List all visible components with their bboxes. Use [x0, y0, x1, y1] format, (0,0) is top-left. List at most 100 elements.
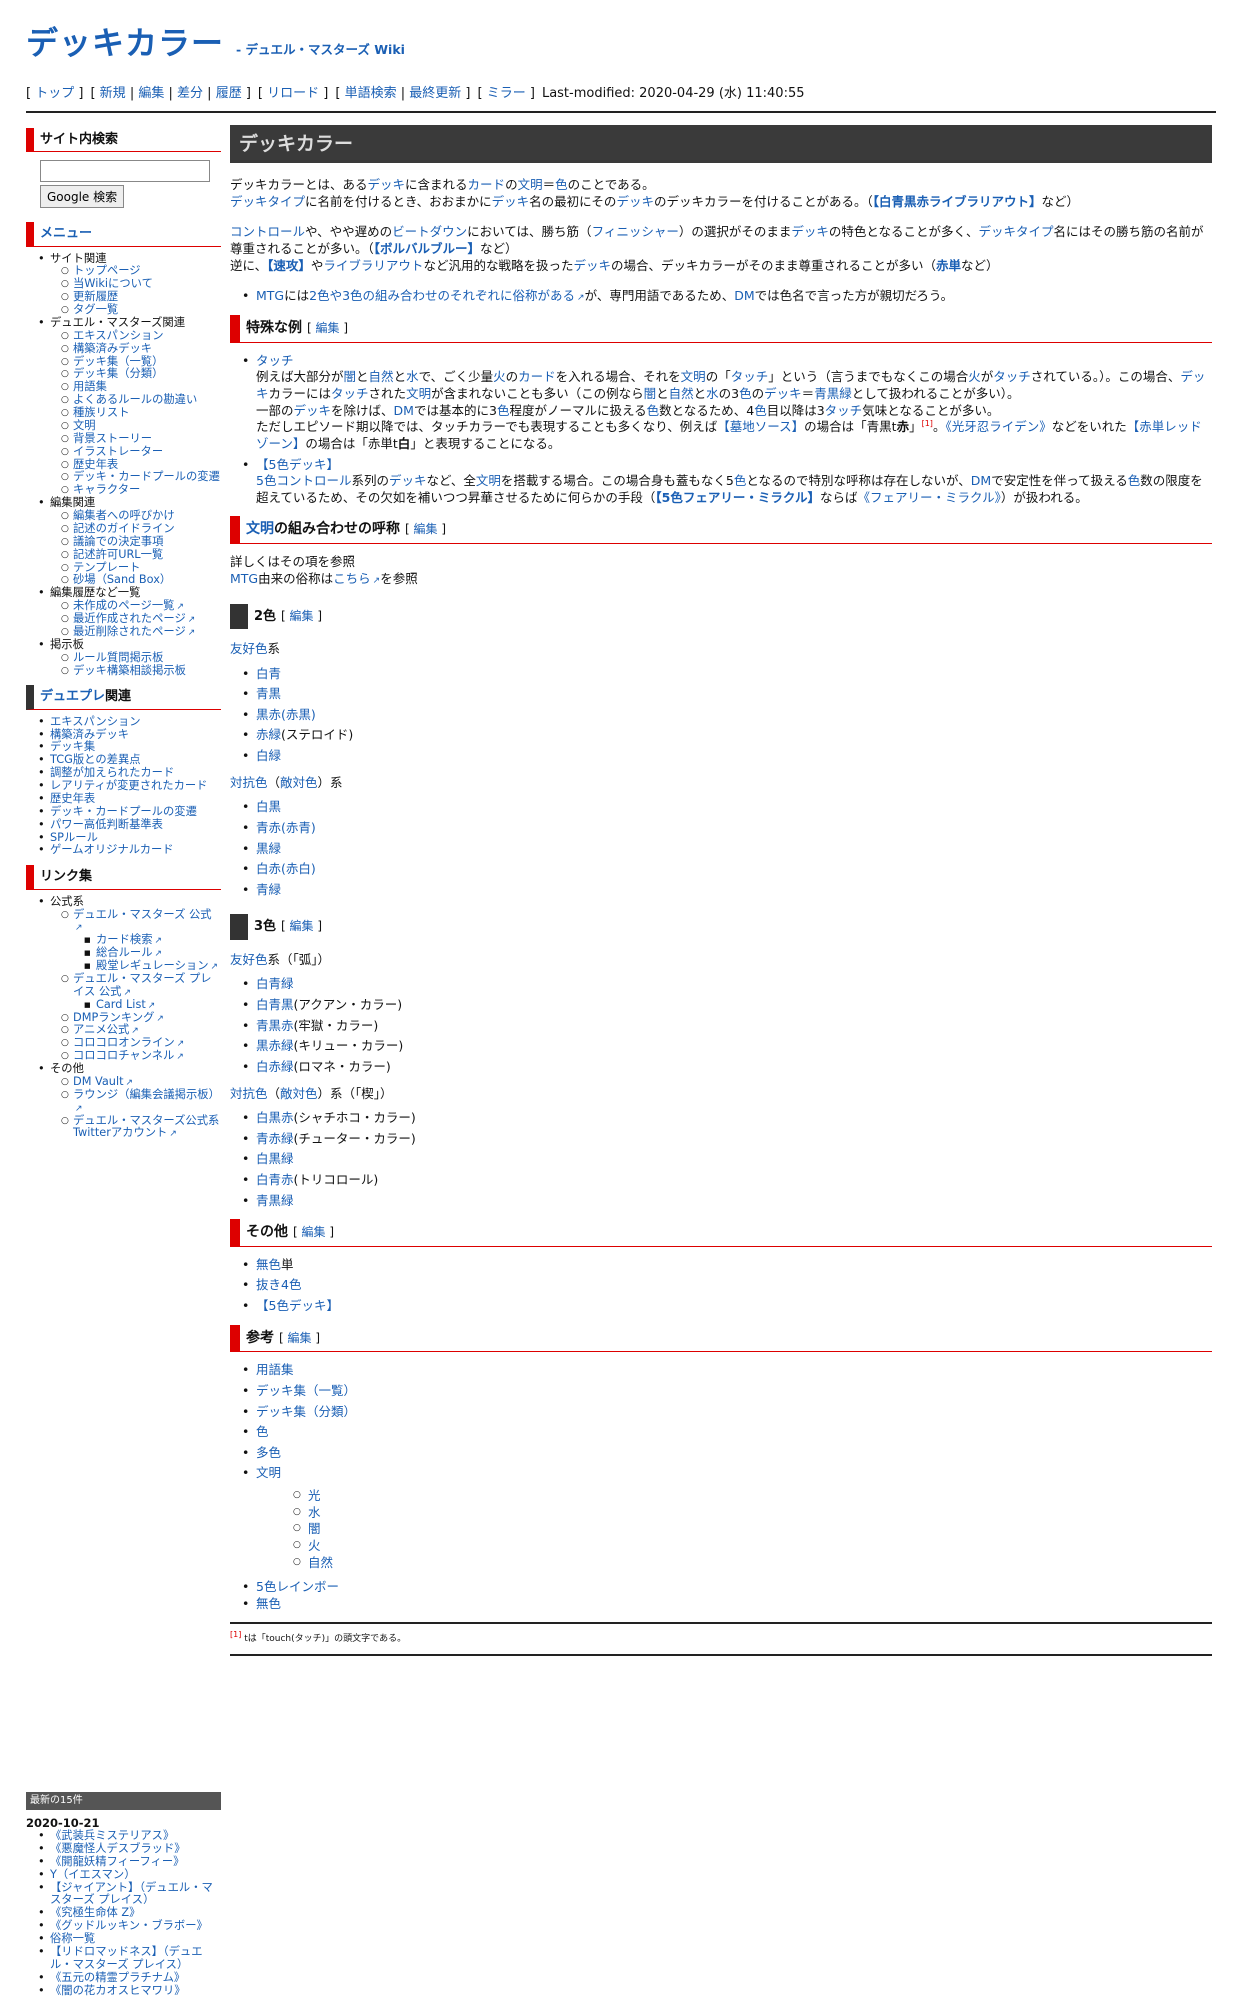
recent-link[interactable]: 《五元の精霊プラチナム》 — [50, 1970, 186, 1984]
color-link[interactable]: 白青赤 — [256, 1172, 294, 1187]
official-item[interactable]: デュエル・マスターズ プレイス 公式↗Card List↗ — [50, 972, 221, 1012]
menu-item[interactable]: 議論での決定事項 — [50, 535, 221, 549]
menu-link[interactable]: 最近作成されたページ — [73, 612, 186, 626]
nav-link[interactable]: 履歴 — [215, 86, 242, 101]
menu-item[interactable]: 用語集 — [50, 380, 221, 394]
official-subitem[interactable]: 総合ルール↗ — [73, 946, 221, 960]
menu-item[interactable]: 記述のガイドライン — [50, 522, 221, 536]
menu-link[interactable]: 編集者への呼びかけ — [73, 509, 175, 523]
menu-link[interactable]: 最近削除されたページ — [73, 624, 186, 638]
menu-link[interactable]: 更新履歴 — [73, 290, 119, 304]
duepure-link[interactable]: 歴史年表 — [50, 791, 96, 805]
official-link[interactable]: コロコロオンライン — [73, 1036, 175, 1050]
menu-item[interactable]: 最近作成されたページ↗ — [50, 612, 221, 626]
menu-link[interactable]: 背景ストーリー — [73, 431, 153, 445]
menu-link[interactable]: デッキ・カードプールの変遷 — [73, 470, 220, 484]
official-sublink[interactable]: 殿堂レギュレーション — [96, 959, 209, 972]
duepure-item[interactable]: デッキ集 — [26, 741, 221, 755]
recent-link[interactable]: 《悪魔怪人デスブラッド》 — [50, 1841, 186, 1855]
menu-item[interactable]: 砂場（Sand Box） — [50, 573, 221, 587]
menu-item[interactable]: 構築済みデッキ — [50, 342, 221, 356]
kochira-link[interactable]: こちら — [333, 570, 371, 586]
ref-link[interactable]: 文明 — [256, 1465, 282, 1481]
color-link[interactable]: 黒赤緑 — [256, 1038, 294, 1054]
official-link[interactable]: デュエル・マスターズ 公式 — [73, 907, 212, 921]
menu-item[interactable]: キャラクター — [50, 483, 221, 497]
nav-link[interactable]: 最終更新 — [409, 86, 462, 101]
recent-item[interactable]: 【リドロマッドネス】（デュエル・マスターズ プレイス） — [26, 1945, 221, 1972]
official-link[interactable]: アニメ公式 — [73, 1023, 130, 1037]
menu-item[interactable]: 背景ストーリー — [50, 431, 221, 446]
menu-link[interactable]: 未作成のページ一覧 — [73, 599, 175, 613]
color-link[interactable]: 白青緑 — [256, 976, 294, 992]
color-link[interactable]: 無色 — [256, 1256, 282, 1272]
official-subitem[interactable]: カード検索↗ — [73, 933, 221, 947]
menu-item[interactable]: デッキ集（一覧） — [50, 355, 221, 369]
color-link[interactable]: 白赤緑 — [256, 1058, 294, 1074]
recent-item[interactable]: 《五元の精霊プラチナム》 — [26, 1970, 221, 1985]
recent-item[interactable]: 俗称一覧 — [26, 1932, 221, 1946]
color-link[interactable]: 青黒 — [256, 686, 282, 702]
menu-item[interactable]: 未作成のページ一覧↗ — [50, 599, 221, 613]
menu-link[interactable]: 当Wikiについて — [73, 277, 153, 291]
color-link[interactable]: 青赤緑 — [256, 1130, 294, 1146]
other-link[interactable]: ラウンジ（編集会議掲示板） — [73, 1087, 220, 1101]
menu-link[interactable]: テンプレート — [73, 560, 141, 574]
color-link[interactable]: 黒赤(赤黒) — [256, 706, 316, 722]
menu-item[interactable]: 種族リスト — [50, 406, 221, 420]
menu-heading[interactable]: メニュー — [26, 222, 221, 247]
edit-link[interactable]: 編集 — [289, 608, 314, 623]
color-link[interactable]: 白黒赤 — [256, 1110, 294, 1126]
civilization-link[interactable]: 火 — [308, 1537, 321, 1553]
menu-item[interactable]: トップページ — [50, 264, 221, 278]
other-link[interactable]: デュエル・マスターズ公式系Twitterアカウント — [73, 1113, 220, 1140]
color-link[interactable]: 青赤(赤青) — [256, 819, 316, 835]
menu-link[interactable]: 種族リスト — [73, 406, 130, 420]
duepure-link[interactable]: レアリティが変更されたカード — [50, 779, 208, 793]
menu-item[interactable]: 最近削除されたページ↗ — [50, 624, 221, 639]
site-subtitle[interactable]: - デュエル・マスターズ Wiki — [236, 42, 405, 57]
civilization-link[interactable]: 自然 — [308, 1554, 334, 1570]
color-link[interactable]: 青黒赤 — [256, 1017, 294, 1033]
duepure-link[interactable]: デッキ・カードプールの変遷 — [50, 804, 197, 818]
official-subitem[interactable]: 殿堂レギュレーション↗ — [73, 959, 221, 973]
ref-link[interactable]: 色 — [256, 1424, 269, 1440]
duepure-item[interactable]: TCG版との差異点 — [26, 753, 221, 767]
nav-link[interactable]: 単語検索 — [344, 86, 397, 101]
recent-item[interactable]: 《悪魔怪人デスブラッド》 — [26, 1841, 221, 1856]
recent-link[interactable]: 《グッドルッキン・ブラボー》 — [50, 1919, 208, 1933]
recent-item[interactable]: Y（イエスマン） — [26, 1867, 221, 1882]
ref-link[interactable]: デッキ集（分類） — [256, 1403, 357, 1419]
menu-item[interactable]: デッキ構築相談掲示板 — [50, 663, 221, 678]
color-link[interactable]: 白青 — [256, 665, 282, 681]
official-sublink[interactable]: カード検索 — [96, 933, 153, 947]
menu-link[interactable]: 記述許可URL一覧 — [73, 547, 164, 561]
duepure-link[interactable]: 調整が加えられたカード — [50, 766, 175, 780]
menu-item[interactable]: 歴史年表 — [50, 458, 221, 472]
official-item[interactable]: DMPランキング↗ — [50, 1010, 221, 1025]
menu-item[interactable]: 編集者への呼びかけ — [50, 509, 221, 523]
duepure-item[interactable]: パワー高低判断基準表 — [26, 818, 221, 832]
menu-link[interactable]: デッキ構築相談掲示板 — [73, 663, 186, 677]
other-link[interactable]: DM Vault — [73, 1074, 124, 1088]
official-link[interactable]: DMPランキング — [73, 1010, 155, 1024]
menu-item[interactable]: タグ一覧 — [50, 303, 221, 317]
recent-link[interactable]: 《闇の花カオスヒマワリ》 — [50, 1983, 186, 1997]
color-link[interactable]: 白赤(赤白) — [256, 861, 316, 877]
official-sublink[interactable]: Card List — [96, 997, 146, 1011]
recent-item[interactable]: 【ジャイアント】（デュエル・マスターズ プレイス） — [26, 1881, 221, 1908]
edit-link[interactable]: 編集 — [315, 321, 340, 336]
color-link[interactable]: 青黒緑 — [256, 1192, 294, 1208]
recent-item[interactable]: 《開龍妖精フィーフィー》 — [26, 1855, 221, 1869]
menu-item[interactable]: テンプレート — [50, 560, 221, 575]
recent-item[interactable]: 《闇の花カオスヒマワリ》 — [26, 1983, 221, 1998]
recent-link[interactable]: Y（イエスマン） — [50, 1867, 136, 1881]
menu-link[interactable]: よくあるルールの勘違い — [73, 393, 198, 407]
menu-link[interactable]: 砂場（Sand Box） — [73, 573, 172, 587]
nav-link[interactable]: ミラー — [486, 86, 526, 101]
color-link[interactable]: 黒緑 — [256, 840, 282, 856]
duepure-item[interactable]: 歴史年表 — [26, 791, 221, 806]
menu-item[interactable]: 更新履歴 — [50, 290, 221, 304]
ref-link[interactable]: 用語集 — [256, 1362, 294, 1378]
official-link[interactable]: コロコロチャンネル — [73, 1049, 175, 1063]
